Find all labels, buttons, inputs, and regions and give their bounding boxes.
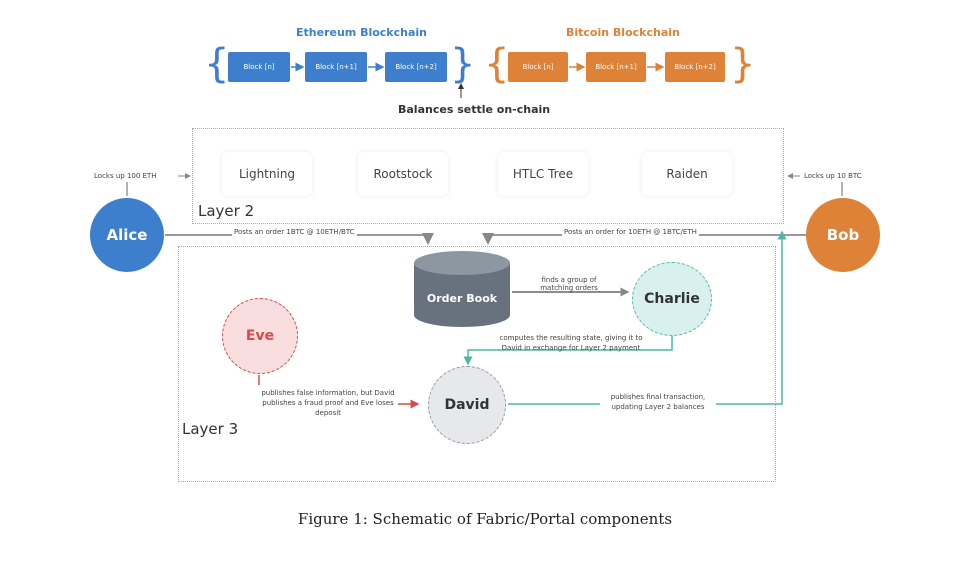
ethereum-left-brace: { [204,41,230,87]
david-publish-arrow [508,230,787,405]
alice-order-label: Posts an order 1BTC @ 10ETH/BTC [232,228,357,236]
charlie-match-label: finds a group of matching orders [540,276,598,292]
layer2-label: Layer 2 [198,202,255,220]
eve-node: Eve [222,298,298,374]
order-book-cylinder [414,251,510,327]
protocol-rootstock: Rootstock [358,152,448,196]
david-publish-label: publishes final transaction, updating La… [600,392,716,412]
ethereum-right-brace: } [450,41,476,87]
bob-lock-label: Locks up 10 BTC [804,172,862,180]
bob-node: Bob [806,198,880,272]
alice-lock-label: Locks up 100 ETH [94,172,157,180]
eth-block-n1: Block [n+1] [305,52,367,82]
bob-order-arrow [482,233,806,245]
david-node: David [428,366,506,444]
eth-block-n2: Block [n+2] [385,52,447,82]
protocol-lightning: Lightning [222,152,312,196]
eve-fraud-label: publishes false information, but David p… [261,389,395,417]
protocol-htlc-tree: HTLC Tree [498,152,588,196]
compute-label: computes the resulting state, giving it … [499,334,643,352]
charlie-to-david-arrow [463,333,673,366]
bitcoin-right-brace: } [730,41,756,87]
ethereum-title: Ethereum Blockchain [296,26,427,39]
alice-node: Alice [90,198,164,272]
alice-order-arrow [165,233,434,245]
bitcoin-title: Bitcoin Blockchain [566,26,680,39]
bitcoin-left-brace: { [484,41,510,87]
layer2-box [192,128,784,224]
settle-label: Balances settle on-chain [398,103,551,116]
bob-order-label: Posts an order for 10ETH @ 1BTC/ETH [562,228,699,236]
btc-block-n1: Block [n+1] [586,52,646,82]
btc-block-n2: Block [n+2] [665,52,725,82]
figure-caption: Figure 1: Schematic of Fabric/Portal com… [297,510,673,528]
eth-block-n: Block [n] [228,52,290,82]
layer3-label: Layer 3 [182,420,239,438]
order-book-label: Order Book [426,292,498,305]
layer3-box [178,246,776,482]
charlie-node: Charlie [632,262,712,336]
btc-block-n: Block [n] [508,52,568,82]
protocol-raiden: Raiden [642,152,732,196]
